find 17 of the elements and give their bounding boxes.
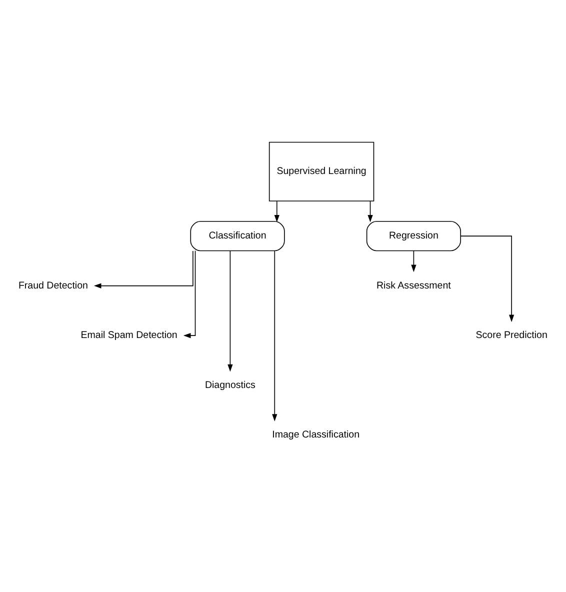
- node-box: Regression: [366, 220, 461, 252]
- node-text: Diagnostics: [204, 380, 256, 391]
- arrow: [272, 250, 278, 422]
- arrow: [411, 250, 416, 272]
- node-box: Supervised Learning: [268, 142, 374, 202]
- arrow: [228, 250, 233, 372]
- arrow: [274, 200, 280, 222]
- node-text: Risk Assessment: [376, 280, 451, 292]
- arrow: [368, 200, 373, 222]
- node-text: Image Classification: [272, 430, 360, 441]
- node-text: Email Spam Detection: [80, 330, 178, 342]
- arrow: [460, 236, 514, 322]
- node-box: Classification: [190, 220, 285, 252]
- arrow: [183, 250, 196, 338]
- arrow: [94, 250, 194, 288]
- node-text: Score Prediction: [476, 330, 548, 342]
- node-text: Fraud Detection: [18, 280, 88, 292]
